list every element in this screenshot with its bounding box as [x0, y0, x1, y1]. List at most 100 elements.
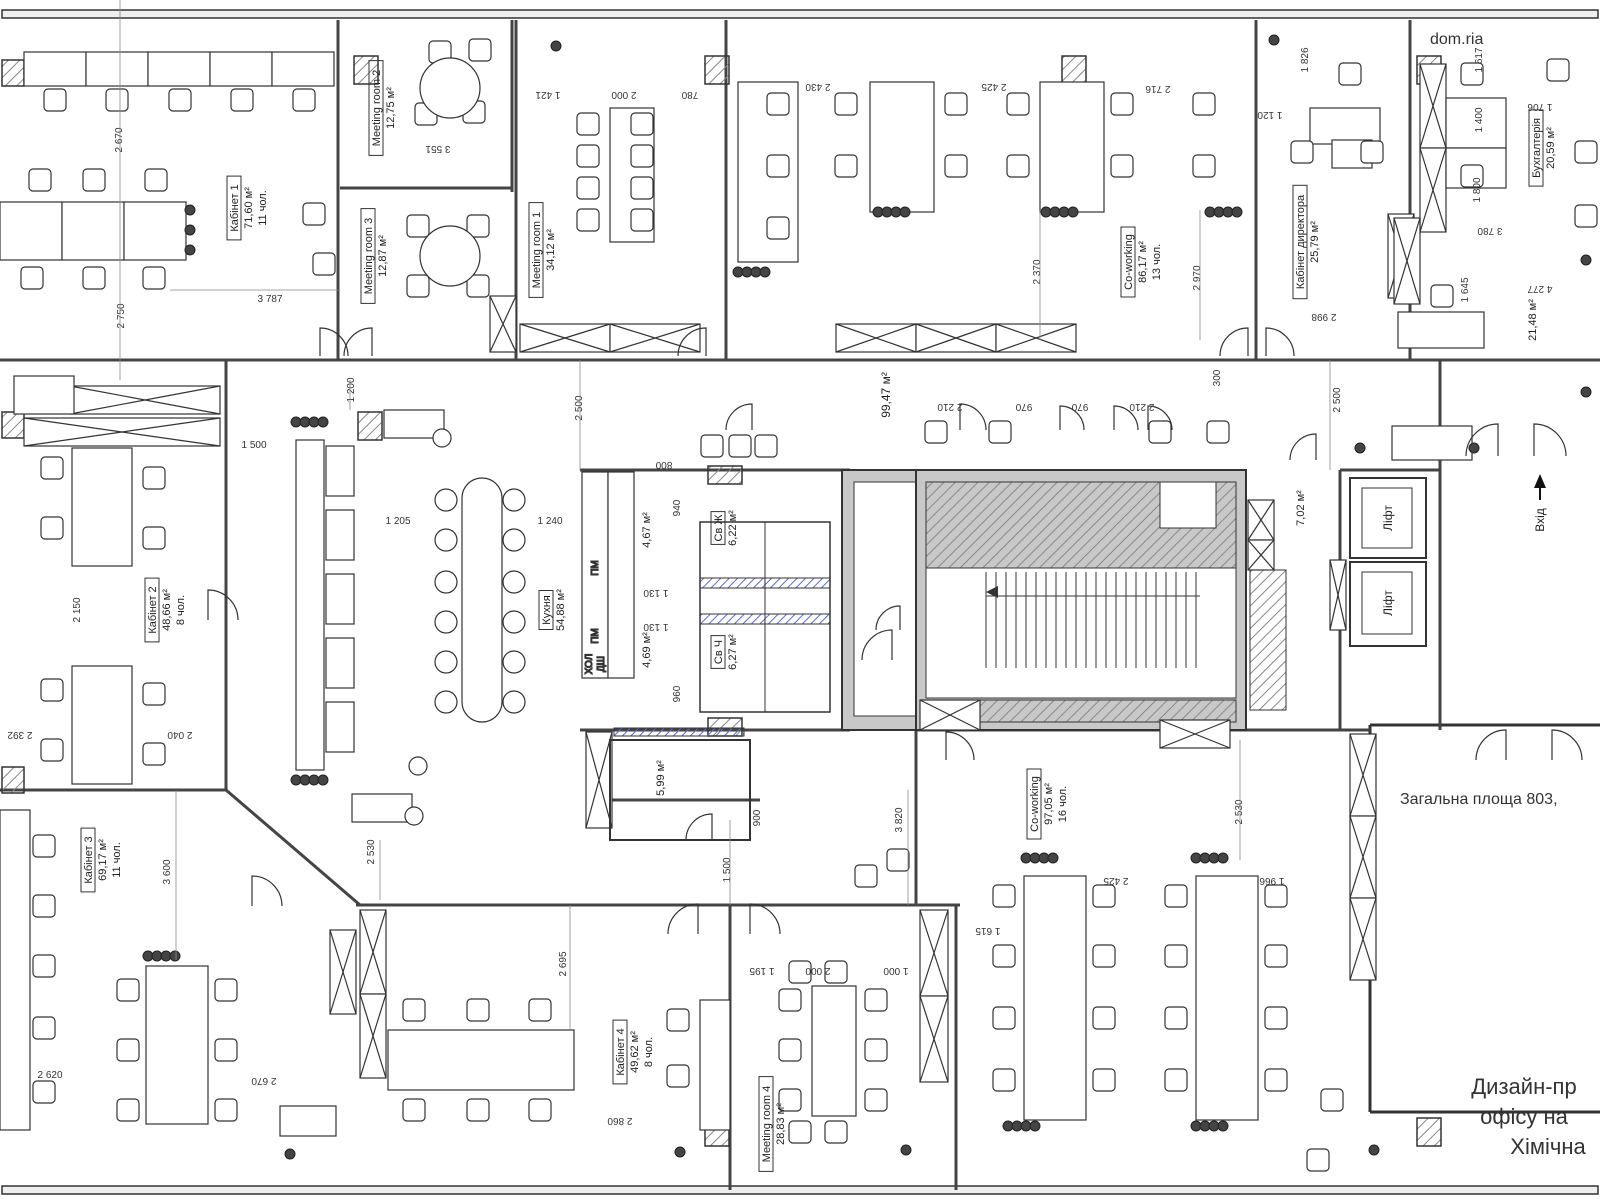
dimension-label: 2 500: [1332, 387, 1343, 412]
stool: [408, 756, 428, 776]
chair: [778, 988, 802, 1012]
dimension-label: 2 716: [1145, 83, 1170, 94]
chair: [116, 1038, 140, 1062]
chair: [105, 88, 129, 112]
wardrobe-cross: [915, 323, 997, 353]
wardrobe-cross: [1247, 539, 1275, 571]
desk: [209, 51, 273, 87]
chair: [402, 998, 426, 1022]
chair: [1148, 420, 1172, 444]
chair: [312, 252, 336, 276]
dimension-label: 4 277: [1527, 283, 1552, 294]
door-swing: [1219, 327, 1249, 357]
plant-icon: [1217, 1120, 1229, 1132]
wardrobe-cross: [1247, 499, 1275, 541]
dimension-label: 2 000: [805, 965, 830, 976]
door-swing: [959, 403, 987, 431]
dimension-label: 2 530: [1234, 799, 1245, 824]
chair: [142, 742, 166, 766]
desk: [0, 809, 31, 1131]
appliance-label: ДШ: [596, 656, 607, 672]
kitchen-counter: ПМ ПМ ХОЛ ДШ: [581, 471, 635, 679]
chair: [854, 864, 878, 888]
dimension-label: 2 425: [1103, 875, 1128, 886]
chair: [1290, 140, 1314, 164]
room-label-line: 4,69 м²: [641, 632, 653, 668]
project-title-line: Хімічна: [1510, 1134, 1586, 1159]
chair: [302, 202, 326, 226]
room-label-box: [1292, 184, 1308, 300]
room-label-line: Meeting room 2: [371, 70, 383, 146]
chair: [1360, 140, 1384, 164]
door-swing: [749, 903, 781, 935]
door-swing: [1113, 405, 1139, 431]
door-swing: [861, 629, 893, 661]
plant-icon: [1047, 852, 1059, 864]
chair: [1092, 1006, 1116, 1030]
chair: [1264, 1006, 1288, 1030]
dimension-label: 970: [1015, 401, 1032, 412]
chair: [886, 848, 910, 872]
chair: [778, 1038, 802, 1062]
wardrobe-cross: [1393, 217, 1421, 305]
chair: [992, 884, 1016, 908]
stool: [434, 528, 458, 552]
wardrobe-cross: [1329, 559, 1347, 631]
door-swing: [945, 731, 975, 761]
chair: [1092, 944, 1116, 968]
chair: [1306, 1148, 1330, 1172]
entrance-marker: Вхід: [1533, 474, 1547, 532]
chair: [466, 214, 490, 238]
room-label-line: 8 чол.: [643, 1037, 655, 1067]
chair: [666, 1008, 690, 1032]
door-swing: [1289, 433, 1317, 461]
room-label-line: 4,67 м²: [641, 512, 653, 548]
chair: [528, 1098, 552, 1122]
dimension-label: 970: [1071, 401, 1088, 412]
chair: [292, 88, 316, 112]
wardrobe-cross: [359, 909, 387, 995]
room-label-line: 6,27 м²: [727, 634, 739, 670]
chair: [468, 38, 492, 62]
chair: [1460, 62, 1484, 86]
chair: [788, 1120, 812, 1144]
outer-walls: [1, 9, 1600, 1195]
chair: [766, 216, 790, 240]
chair: [528, 998, 552, 1022]
room-label-line: Св Ж: [713, 514, 725, 541]
desk: [325, 445, 355, 497]
door-swing: [1551, 729, 1583, 761]
room-label-line: 71,60 м²: [243, 187, 255, 229]
chair: [1264, 884, 1288, 908]
desk: [23, 51, 87, 87]
chair: [466, 274, 490, 298]
wardrobe-cross: [69, 385, 221, 415]
dimension-label: 2 750: [116, 303, 127, 328]
room-label-line: 8 чол.: [175, 595, 187, 625]
dimension-label: 2 670: [251, 1075, 276, 1086]
desk: [145, 965, 209, 1125]
chair: [700, 434, 724, 458]
desk: [325, 637, 355, 689]
chair: [1110, 92, 1134, 116]
appliance-label: ПМ: [590, 628, 601, 644]
chair: [834, 154, 858, 178]
chairs: [20, 38, 1598, 1172]
plant-icon: [674, 1146, 686, 1158]
door-swing: [1265, 327, 1295, 357]
stool: [404, 806, 424, 826]
dimension-label: 1 500: [722, 857, 733, 882]
wardrobe-cross: [1159, 719, 1231, 749]
door-swing: [251, 875, 283, 907]
desk: [325, 509, 355, 561]
chair: [142, 526, 166, 550]
chair: [43, 88, 67, 112]
dimension-label: 1 966: [1259, 875, 1284, 886]
door-swing: [725, 403, 753, 431]
desk: [123, 201, 187, 261]
wardrobe-cross: [919, 995, 949, 1083]
desk: [1391, 425, 1473, 461]
dimension-label: 1 130: [643, 587, 668, 598]
